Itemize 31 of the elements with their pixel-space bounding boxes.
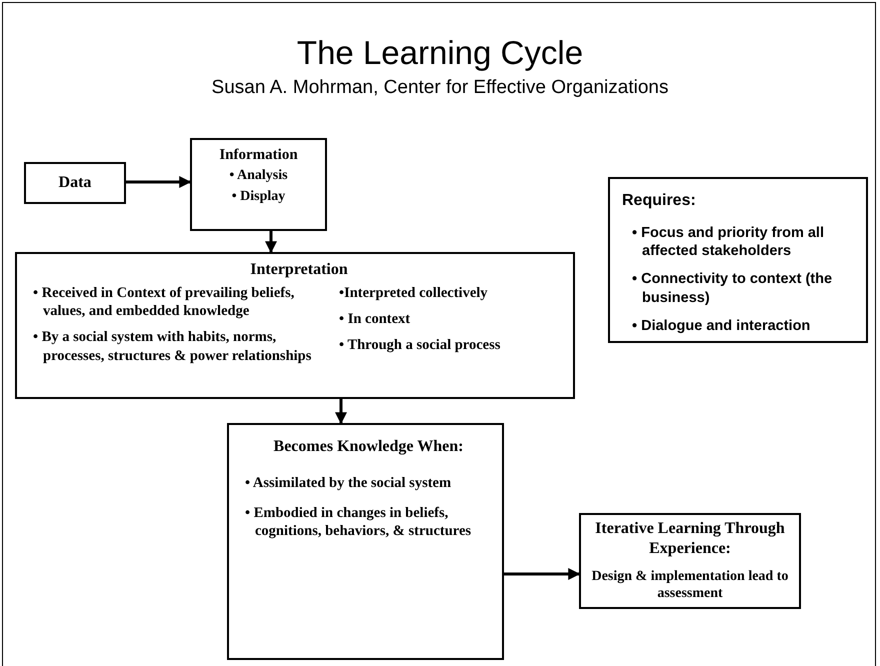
bullet-text: • Focus and priority from all affected stakeholders — [632, 224, 825, 260]
box-heading: Interpretation — [249, 260, 349, 280]
bullet-text: • Analysis — [228, 167, 289, 184]
box-heading: Information — [218, 146, 299, 164]
arrow — [126, 176, 192, 188]
arrow — [504, 568, 580, 580]
box-heading: Iterative Learning Through Experience: — [594, 519, 786, 558]
information-box — [190, 138, 327, 231]
bullet-text: • Received in Context of prevailing beliefs, values, and embedded knowledge — [33, 284, 296, 320]
bullet-text: • Embodied in changes in beliefs, cognitions, behaviors, & structures — [245, 504, 472, 541]
arrow — [265, 231, 277, 254]
knowledge-box — [227, 423, 504, 660]
box-heading: Becomes Knowledge When: — [272, 437, 464, 456]
title: The Learning Cycle — [296, 34, 584, 72]
bullet-text: • By a social system with habits, norms, processes, structures & power relationships — [33, 328, 312, 365]
box-heading: Data — [58, 173, 92, 193]
bullet-text: • Through a social process — [339, 336, 502, 355]
bullet-text: • Assimilated by the social system — [245, 474, 452, 492]
bullet-text: • Display — [230, 188, 286, 205]
requires-box — [608, 177, 868, 343]
bullet-text: • Connectivity to context (the business) — [632, 270, 834, 307]
bullet-text: Design & implementation lead to assessment — [590, 568, 790, 603]
data-box — [24, 162, 126, 204]
iterative-learning-box — [579, 513, 801, 609]
bullet-text: •Interpreted collectively — [339, 284, 489, 302]
bullet-text: • Dialogue and interaction — [632, 316, 812, 335]
box-heading: Requires: — [622, 191, 697, 210]
interpretation-box — [15, 252, 575, 399]
bullet-text: • In context — [339, 310, 412, 328]
arrow — [335, 399, 347, 424]
subtitle: Susan A. Mohrman, Center for Effective Organizations — [210, 77, 670, 99]
